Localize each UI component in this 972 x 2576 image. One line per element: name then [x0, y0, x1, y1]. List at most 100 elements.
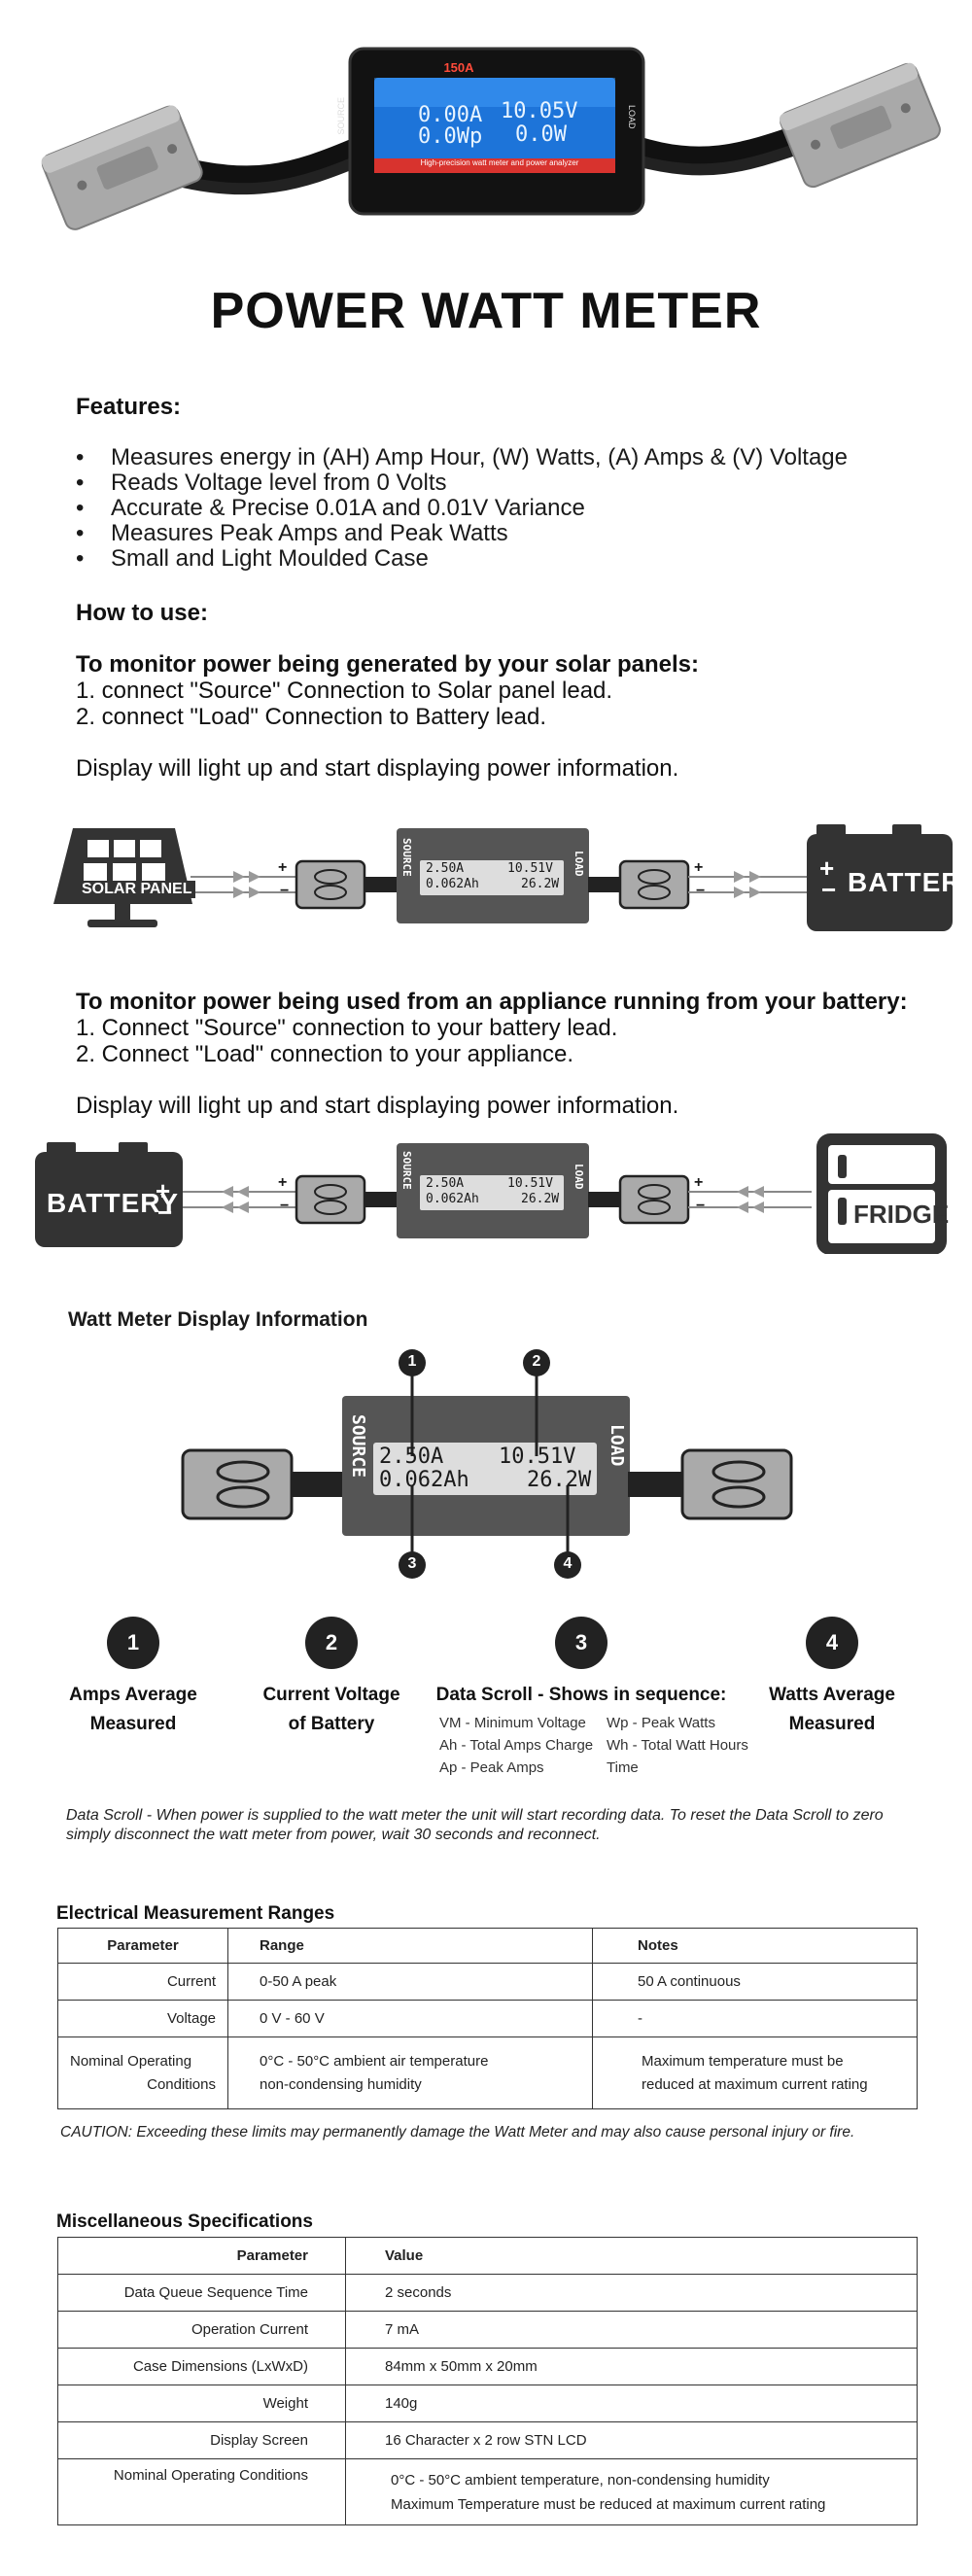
appliance-step1: 1. Connect "Source" connection to your b…	[76, 1015, 618, 1041]
battery-icon	[35, 1142, 183, 1247]
callout-circle-1	[107, 1617, 159, 1669]
big-l2-left: 0.062Ah	[379, 1468, 469, 1492]
scroll-item: Time	[607, 1759, 639, 1776]
product-photo	[39, 19, 943, 243]
appliance-step2: 2. Connect "Load" connection to your app…	[76, 1041, 574, 1067]
ranges-cell-range: 0 V - 60 V	[227, 2000, 593, 2037]
solar-heading: To monitor power being generated by your…	[76, 651, 699, 678]
callout-number-1: 1	[126, 1630, 140, 1654]
product-label-source: SOURCE	[336, 97, 346, 135]
marker-4: 4	[563, 1555, 573, 1572]
misc-table: Parameter Value Data Queue Sequence Time…	[57, 2237, 918, 2525]
big-source-label: SOURCE	[348, 1414, 368, 1479]
ranges-header-param: Parameter	[57, 1928, 228, 1964]
product-rating-label: 150A	[443, 60, 474, 75]
features-heading: Features:	[76, 394, 182, 420]
misc-cell-param: Data Queue Sequence Time	[57, 2274, 346, 2312]
solar-step2: 2. connect "Load" Connection to Battery …	[76, 704, 547, 730]
right-plus-sign: +	[694, 859, 704, 876]
table-row: Display Screen 16 Character x 2 row STN …	[57, 2421, 918, 2459]
callout-4-line1: Watts Average	[769, 1685, 895, 1705]
data-scroll-note: Data Scroll - When power is supplied to …	[66, 1807, 884, 1843]
table-row: Nominal Operating Conditions 0°C - 50°C …	[57, 2458, 918, 2525]
callout-2-line2: of Battery	[288, 1714, 375, 1734]
misc-cell-value: 2 seconds	[345, 2274, 918, 2312]
d1-load-label: LOAD	[573, 851, 585, 877]
ranges-cell-param: Current	[57, 1963, 228, 2001]
scroll-item: VM - Minimum Voltage	[439, 1715, 586, 1731]
feature-item: Small and Light Moulded Case	[76, 546, 931, 573]
table-row: Data Queue Sequence Time 2 seconds	[57, 2274, 918, 2312]
d2-l1-right: 10.51V	[507, 1176, 553, 1191]
d2-source-label: SOURCE	[400, 1151, 413, 1190]
misc-value-line: 0°C - 50°C ambient temperature, non-cond…	[391, 2471, 770, 2489]
d2-l2-right: 26.2W	[521, 1192, 560, 1206]
d2-load-label: LOAD	[573, 1164, 585, 1190]
feature-item: Measures Peak Amps and Peak Watts	[76, 521, 931, 547]
product-display-l2-left: 0.0Wp	[418, 124, 483, 149]
misc-header-param: Parameter	[57, 2237, 346, 2275]
appliance-heading: To monitor power being used from an appl…	[76, 989, 908, 1015]
product-display-l1-left: 0.00A	[418, 103, 483, 127]
solar-panel-icon	[53, 828, 192, 927]
features-list: Measures energy in (AH) Amp Hour, (W) Wa…	[76, 445, 931, 573]
ranges-cell-notes: Maximum temperature must be reduced at m…	[592, 2036, 918, 2109]
callout-3-line1: Data Scroll - Shows in sequence:	[435, 1685, 727, 1705]
scroll-item: Ap - Peak Amps	[439, 1759, 544, 1776]
product-caption: High-precision watt meter and power anal…	[420, 158, 579, 167]
misc-cell-param: Display Screen	[57, 2421, 346, 2459]
d1-source-label: SOURCE	[400, 838, 413, 877]
scroll-item: Wh - Total Watt Hours	[607, 1737, 748, 1754]
d1-l2-right: 26.2W	[521, 877, 560, 891]
misc-header-value: Value	[345, 2237, 918, 2275]
marker-1: 1	[407, 1353, 417, 1370]
misc-cell-value: 84mm x 50mm x 20mm	[345, 2348, 918, 2385]
appliance-note: Display will light up and start displayi…	[76, 1093, 679, 1119]
callout-1-line2: Measured	[89, 1714, 177, 1734]
ranges-cell-notes: 50 A continuous	[592, 1963, 918, 2001]
scroll-item: Ah - Total Amps Charge	[439, 1737, 594, 1754]
product-label-load: LOAD	[627, 105, 637, 129]
callout-label-3: Data Scroll - Shows in sequence:	[435, 1681, 727, 1710]
ranges-cell-notes: -	[592, 2000, 918, 2037]
big-l1-left: 2.50A	[379, 1445, 444, 1469]
d1-l1-right: 10.51V	[507, 861, 553, 876]
table-row: Operation Current 7 mA	[57, 2311, 918, 2349]
diagram-battery-fridge	[0, 1128, 972, 1255]
left2-minus-sign: −	[280, 1198, 290, 1214]
callout-1-line1: Amps Average	[69, 1685, 197, 1705]
callout-circle-3	[555, 1617, 608, 1669]
solar-step1: 1. connect "Source" Connection to Solar …	[76, 678, 613, 704]
table-row: Weight 140g	[57, 2385, 918, 2422]
callout-label-1: Amps Average Measured	[36, 1681, 230, 1739]
left-plus-sign: +	[278, 859, 288, 876]
big-l1-right: 10.51V	[499, 1445, 576, 1469]
callout-2-line1: Current Voltage	[262, 1685, 400, 1705]
callout-circle-4	[806, 1617, 858, 1669]
callout-number-3: 3	[574, 1630, 588, 1654]
callout-number-2: 2	[325, 1630, 338, 1654]
callout-4-line2: Measured	[788, 1714, 876, 1734]
d2-l1-left: 2.50A	[426, 1176, 465, 1191]
misc-cell-value: 7 mA	[345, 2311, 918, 2349]
ranges-range-line: non-condensing humidity	[260, 2075, 422, 2093]
d2-l2-left: 0.062Ah	[426, 1192, 479, 1206]
feature-item: Accurate & Precise 0.01A and 0.01V Varia…	[76, 496, 931, 522]
callout-number-4: 4	[825, 1630, 839, 1654]
callout-circle-2	[305, 1617, 358, 1669]
d1-l1-left: 2.50A	[426, 861, 465, 876]
caution-note: CAUTION: Exceeding these limits may perm…	[60, 2124, 855, 2141]
big-l2-right: 26.2W	[527, 1468, 592, 1492]
ranges-param-line: Nominal Operating	[70, 2052, 192, 2070]
ranges-header-range: Range	[227, 1928, 593, 1964]
table-row: Current 0-50 A peak 50 A continuous	[57, 1963, 918, 2001]
ranges-cell-range: 0°C - 50°C ambient air temperature non-c…	[227, 2036, 593, 2109]
table-row: Voltage 0 V - 60 V -	[57, 2000, 918, 2037]
fridge-label: FRIDGE	[853, 1200, 950, 1229]
table-row: Case Dimensions (LxWxD) 84mm x 50mm x 20…	[57, 2348, 918, 2385]
misc-cell-value: 0°C - 50°C ambient temperature, non-cond…	[345, 2458, 918, 2525]
scroll-items-col1: VM - Minimum Voltage Ah - Total Amps Cha…	[439, 1712, 600, 1779]
misc-cell-param: Weight	[57, 2385, 346, 2422]
feature-item: Measures energy in (AH) Amp Hour, (W) Wa…	[76, 445, 931, 471]
marker-3: 3	[407, 1555, 417, 1572]
